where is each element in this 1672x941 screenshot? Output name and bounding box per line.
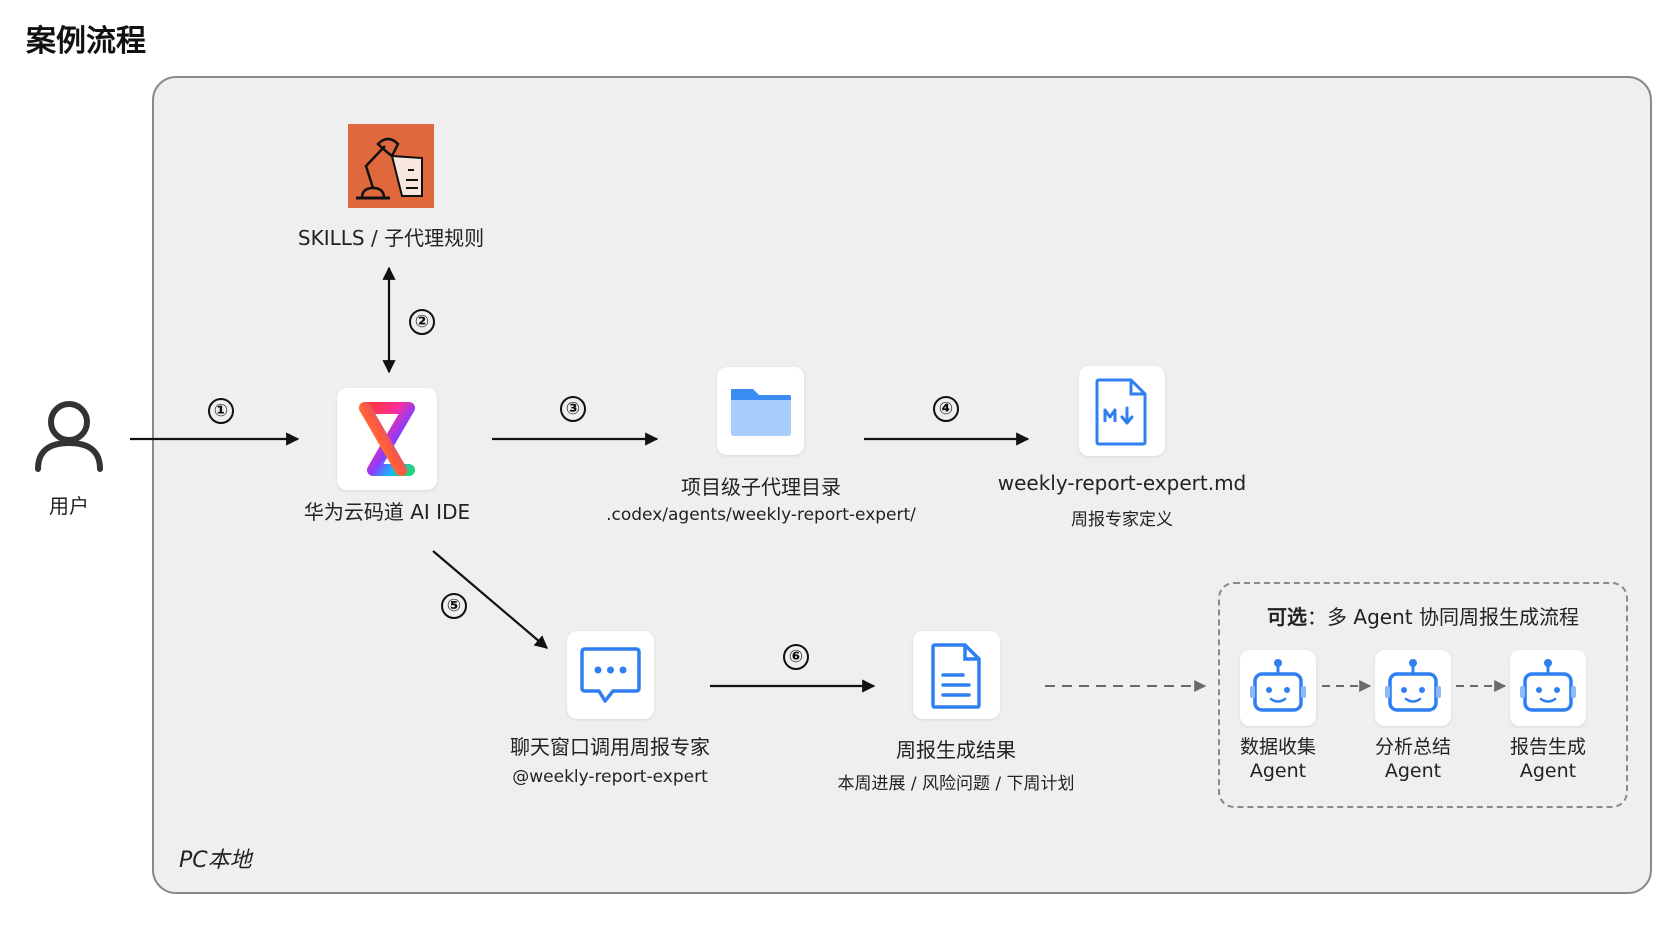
agent-2-node[interactable] <box>1375 650 1451 726</box>
ide-node[interactable] <box>337 388 437 490</box>
chat-node[interactable] <box>567 631 654 719</box>
agent-3-node[interactable] <box>1510 650 1586 726</box>
markdown-icon <box>1095 378 1147 446</box>
chat-icon <box>580 647 641 703</box>
user-label: 用户 <box>49 494 89 518</box>
optional-title: 可选：多 Agent 协同周报生成流程 <box>1218 601 1628 630</box>
result-sub: 本周进展 / 风险问题 / 下周计划 <box>837 774 1075 794</box>
optional-title-text: 多 Agent 协同周报生成流程 <box>1327 605 1579 629</box>
result-label: 周报生成结果 <box>896 738 1016 762</box>
md-file-sub: 周报专家定义 <box>1071 510 1173 530</box>
optional-agent-flow <box>1218 582 1628 808</box>
step-4-badge: ④ <box>933 396 959 422</box>
page-title: 案例流程 <box>26 24 146 59</box>
agent-2-name: 分析总结 <box>1374 736 1451 758</box>
step-1-badge: ① <box>208 398 234 424</box>
agent-1-node[interactable] <box>1240 650 1316 726</box>
agent-3-name: 报告生成 <box>1509 736 1586 758</box>
directory-node[interactable] <box>717 367 804 455</box>
lamp-icon <box>356 137 423 200</box>
robot-icon <box>1385 659 1441 712</box>
directory-label: 项目级子代理目录 <box>681 475 841 499</box>
optional-prefix: 可选 <box>1267 605 1308 629</box>
codearts-logo <box>359 402 415 476</box>
md-file-label: weekly-report-expert.md <box>997 471 1247 495</box>
agent-2-label: 分析总结 Agent <box>1338 735 1488 783</box>
robot-icon <box>1250 659 1306 712</box>
agent-3-suffix: Agent <box>1519 760 1577 782</box>
folder-icon <box>731 389 791 436</box>
agent-3-label: 报告生成 Agent <box>1473 735 1623 783</box>
agent-2-suffix: Agent <box>1384 760 1442 782</box>
arrow-step-5 <box>432 550 549 649</box>
chat-label: 聊天窗口调用周报专家 <box>510 735 710 759</box>
step-6-badge: ⑥ <box>783 644 809 670</box>
directory-path: .codex/agents/weekly-report-expert/ <box>606 505 916 525</box>
result-node[interactable] <box>913 631 1000 719</box>
md-file-node[interactable] <box>1079 366 1165 456</box>
step-3-badge: ③ <box>560 396 586 422</box>
container-label: PC本地 <box>179 848 252 873</box>
chat-sub: @weekly-report-expert <box>512 767 708 787</box>
step-2-badge: ② <box>409 309 435 335</box>
agent-1-name: 数据收集 <box>1239 736 1316 758</box>
step-5-badge: ⑤ <box>441 593 467 619</box>
robot-icon <box>1520 659 1576 712</box>
document-icon <box>931 643 981 709</box>
skills-node[interactable] <box>348 124 434 208</box>
ide-label: 华为云码道 AI IDE <box>303 500 471 524</box>
agent-1-suffix: Agent <box>1249 760 1307 782</box>
agent-1-label: 数据收集 Agent <box>1203 735 1353 783</box>
optional-colon: ： <box>1307 605 1328 629</box>
skills-label: SKILLS / 子代理规则 <box>297 226 485 250</box>
